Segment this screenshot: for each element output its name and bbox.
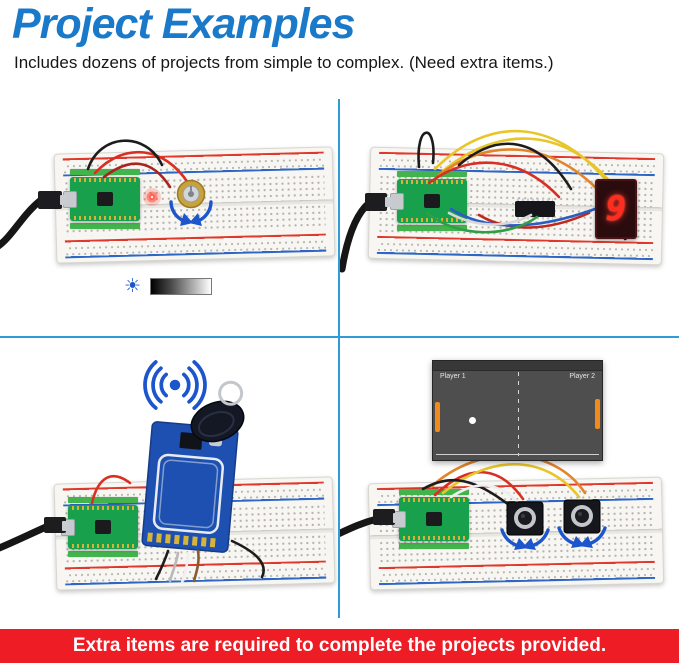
rfid-module	[141, 421, 239, 553]
pong-score-right: Player 2	[569, 373, 595, 380]
raspberry-pi-pico-board	[61, 505, 138, 549]
gpio-label-sticker	[70, 223, 140, 229]
wires-and-components-layer	[339, 129, 637, 273]
page-subtitle: Includes dozens of projects from simple …	[14, 53, 554, 72]
project-photo-seven-segment: 9	[339, 97, 679, 336]
pico-pins	[403, 536, 465, 540]
joystick-module	[563, 499, 601, 534]
keyring	[218, 380, 244, 406]
jumper-wires	[421, 454, 587, 507]
brightness-gradient-bar	[150, 278, 213, 295]
project-photo-pong-joysticks: Player 1 Player 2	[339, 337, 679, 620]
red-led	[143, 188, 161, 206]
seven-segment-display: 9	[595, 179, 637, 239]
pico-pins	[74, 178, 136, 182]
wires-and-components-layer	[0, 139, 213, 250]
pico-pins	[403, 498, 465, 502]
gpio-label-sticker	[397, 225, 467, 231]
usb-cable	[0, 517, 69, 552]
wireless-signal-icon	[143, 360, 207, 410]
pong-paddle-left	[435, 402, 440, 432]
gpio-label-sticker	[68, 551, 138, 557]
ic-chip	[515, 198, 555, 220]
key-fob	[190, 380, 245, 443]
raspberry-pi-pico-board	[63, 177, 140, 221]
seven-segment-digit: 9	[605, 189, 627, 229]
pong-score-left: Player 1	[440, 373, 466, 380]
rotation-arrows	[500, 526, 607, 550]
gpio-label-sticker	[68, 497, 138, 503]
brightness-icon: ☀	[124, 276, 142, 297]
gpio-label-sticker	[397, 171, 467, 177]
jumper-wires	[417, 129, 637, 241]
rotation-arrows	[169, 200, 213, 226]
joystick-module	[506, 501, 544, 536]
usb-cable	[0, 191, 67, 250]
gpio-label-sticker	[70, 169, 140, 175]
gpio-label-sticker	[399, 543, 469, 549]
pong-baseline	[436, 454, 599, 455]
wires-and-components-layer	[0, 360, 265, 585]
jumper-wires	[86, 139, 190, 189]
project-photo-rfid-reader	[0, 337, 339, 620]
notice-banner: Extra items are required to complete the…	[0, 629, 679, 663]
raspberry-pi-pico-board	[392, 497, 469, 541]
usb-cable	[339, 193, 392, 273]
potentiometer	[176, 179, 206, 209]
page-title: Project Examples	[12, 0, 356, 48]
pong-centerline	[517, 372, 519, 456]
pico-pins	[72, 506, 134, 510]
usb-cable	[339, 509, 400, 538]
project-photo-potentiometer-led: ☀	[0, 97, 339, 336]
wires-and-components-layer	[339, 454, 607, 550]
jumper-wire	[90, 474, 132, 505]
gpio-label-sticker	[399, 489, 469, 495]
pico-pins	[74, 216, 136, 220]
pong-ball	[469, 417, 476, 424]
window-titlebar	[433, 361, 602, 371]
pico-pins	[72, 544, 134, 548]
divider-vertical	[338, 99, 340, 618]
brightness-legend: ☀	[124, 276, 213, 297]
notice-banner-text: Extra items are required to complete the…	[72, 635, 607, 656]
pong-paddle-right	[595, 399, 600, 429]
module-wires	[154, 539, 265, 585]
pong-game-window: Player 1 Player 2	[432, 360, 603, 461]
pico-pins	[401, 218, 463, 222]
